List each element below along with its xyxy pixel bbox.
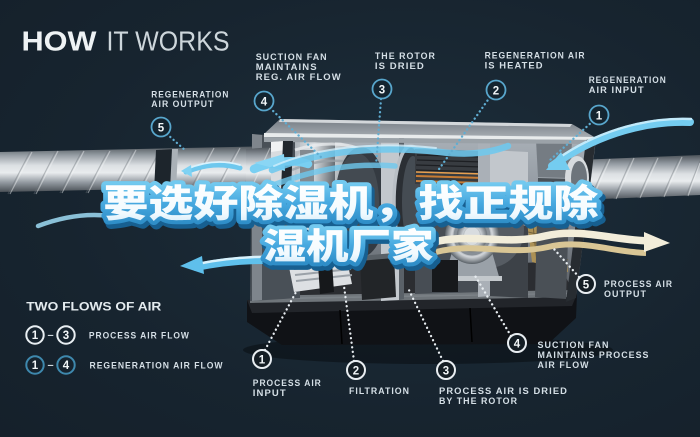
svg-text:IS DRIED: IS DRIED [375, 61, 425, 72]
svg-text:–: – [47, 360, 53, 372]
svg-text:MAINTAINS PROCESS: MAINTAINS PROCESS [538, 350, 650, 361]
svg-text:REGENERATION: REGENERATION [151, 89, 229, 100]
svg-text:4: 4 [261, 97, 268, 109]
svg-text:SUCTION FAN: SUCTION FAN [538, 340, 610, 351]
svg-text:HOW: HOW [22, 26, 98, 57]
svg-text:REGENERATION AIR FLOW: REGENERATION AIR FLOW [90, 361, 224, 372]
svg-text:3: 3 [443, 366, 449, 378]
svg-text:4: 4 [514, 339, 521, 351]
svg-text:4: 4 [63, 360, 70, 372]
svg-text:OUTPUT: OUTPUT [604, 289, 647, 300]
svg-text:AIR INPUT: AIR INPUT [589, 85, 645, 96]
svg-text:REGENERATION AIR: REGENERATION AIR [485, 50, 586, 61]
svg-text:PROCESS AIR IS DRIED: PROCESS AIR IS DRIED [439, 386, 568, 397]
svg-text:FILTRATION: FILTRATION [349, 386, 410, 397]
svg-text:AIR FLOW: AIR FLOW [538, 360, 590, 371]
svg-text:IT WORKS: IT WORKS [107, 26, 230, 57]
svg-text:REGENERATION: REGENERATION [589, 75, 667, 86]
svg-text:REG. AIR FLOW: REG. AIR FLOW [256, 72, 342, 83]
svg-text:1: 1 [259, 355, 266, 367]
svg-text:–: – [47, 330, 53, 342]
svg-text:3: 3 [63, 330, 69, 342]
svg-text:3: 3 [379, 85, 385, 97]
svg-text:5: 5 [583, 280, 590, 292]
svg-text:THE ROTOR: THE ROTOR [375, 51, 436, 62]
svg-text:2: 2 [493, 86, 499, 98]
svg-text:SUCTION FAN: SUCTION FAN [256, 52, 328, 63]
svg-text:TWO FLOWS OF AIR: TWO FLOWS OF AIR [26, 302, 162, 314]
svg-text:BY THE ROTOR: BY THE ROTOR [439, 396, 518, 407]
svg-text:2: 2 [353, 366, 359, 378]
svg-text:AIR OUTPUT: AIR OUTPUT [151, 99, 214, 110]
svg-text:1: 1 [596, 111, 603, 123]
svg-text:PROCESS AIR FLOW: PROCESS AIR FLOW [89, 331, 190, 342]
svg-text:1: 1 [32, 360, 39, 372]
svg-text:1: 1 [32, 330, 39, 342]
svg-text:INPUT: INPUT [253, 388, 287, 399]
svg-text:5: 5 [158, 123, 165, 135]
svg-text:MAINTAINS: MAINTAINS [256, 62, 318, 73]
svg-text:PROCESS AIR: PROCESS AIR [253, 378, 322, 389]
svg-text:IS HEATED: IS HEATED [485, 60, 544, 71]
svg-text:PROCESS AIR: PROCESS AIR [604, 279, 673, 290]
